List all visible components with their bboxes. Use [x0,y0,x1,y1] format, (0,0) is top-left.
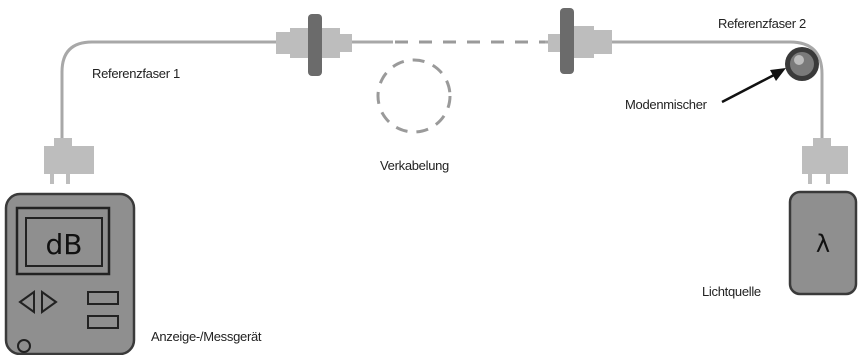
power-meter-device: dB [4,192,136,355]
mode-mixer-arrowhead [770,68,786,81]
light-source-device: λ [788,190,858,296]
meter-display [15,206,111,276]
meter-button-top [87,291,119,305]
reference-fiber-1-cable [60,40,278,140]
meter-label: Anzeige-/Messgerät [151,329,262,344]
meter-unit-label: dB [46,228,83,261]
light-source-symbol: λ [816,230,830,258]
reference-fiber-2-cable [612,40,824,140]
light-source-label: Lichtquelle [702,284,761,299]
meter-button-bottom [87,315,119,329]
mode-mixer [785,47,819,81]
meter-left-arrow-icon [18,290,35,314]
reference-fiber-2-label: Referenzfaser 2 [718,16,806,31]
left-coupling-connector [276,14,352,76]
cabling-dashed-loop [376,58,452,134]
right-fiber-plug [802,138,848,184]
right-coupling-connector [548,8,612,74]
mode-mixer-label: Modenmischer [625,97,708,112]
reference-fiber-1-label: Referenzfaser 1 [92,66,180,81]
left-fiber-plug [44,138,94,184]
meter-power-led [17,339,31,353]
mode-mixer-arrow-line [721,73,775,104]
cabling-label: Verkabelung [380,158,449,173]
meter-right-arrow-icon [41,290,58,314]
